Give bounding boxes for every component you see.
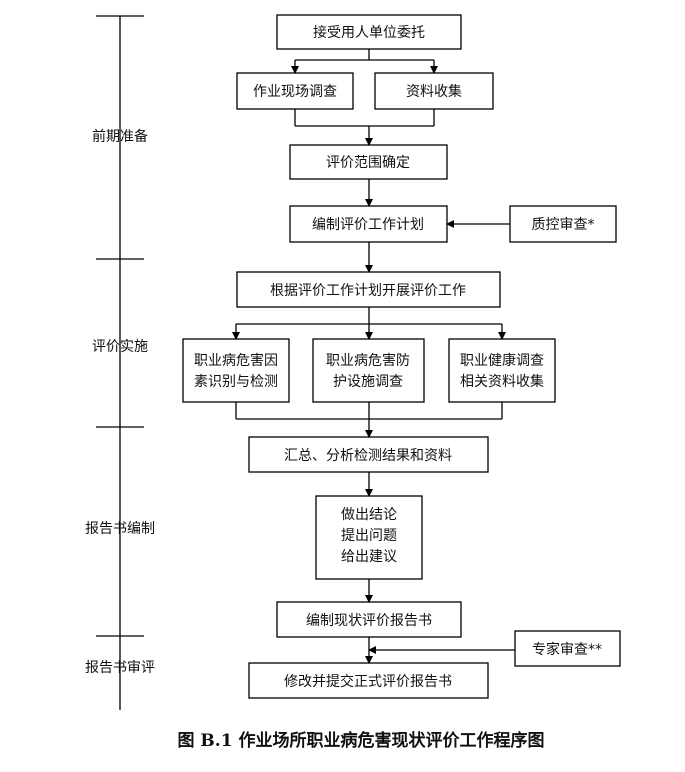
phase-label-review: 报告书审评	[85, 660, 155, 676]
execute-label: 根据评价工作计划开展评价工作	[270, 283, 466, 299]
expert-review-box: 专家审查**	[514, 630, 621, 667]
phase-label-prep: 前期准备	[92, 128, 148, 145]
qc-review-box: 质控审查*	[509, 205, 617, 243]
scope-box: 评价范围确定	[289, 144, 448, 180]
conclusion-label-line3: 给出建议	[341, 549, 397, 565]
plan-box: 编制评价工作计划	[289, 205, 448, 243]
figure-caption: 图 B.1 作业场所职业病危害现状评价工作程序图	[178, 730, 545, 751]
scope-label: 评价范围确定	[326, 154, 410, 171]
conclusion-label-line2: 提出问题	[341, 528, 397, 544]
phase-label-compile: 报告书编制	[85, 521, 155, 537]
qc-review-label: 质控审查*	[532, 217, 595, 233]
draft-report-box: 编制现状评价报告书	[276, 601, 462, 638]
site-survey-box: 作业现场调查	[236, 72, 354, 110]
execute-box: 根据评价工作计划开展评价工作	[236, 271, 501, 308]
hazard-label-line2: 素识别与检测	[194, 374, 278, 390]
health-label-line1: 职业健康调查	[460, 352, 544, 369]
summary-label: 汇总、分析检测结果和资料	[284, 448, 452, 464]
health-label-line2: 相关资料收集	[460, 373, 544, 390]
phase-timeline: 前期准备 评价实施 报告书编制 报告书审评	[85, 15, 155, 710]
conclusion-box: 做出结论 提出问题 给出建议	[315, 495, 423, 580]
entrust-label: 接受用人单位委托	[313, 24, 425, 41]
conclusion-label-line1: 做出结论	[341, 507, 397, 523]
protect-box: 职业病危害防 护设施调查	[312, 338, 425, 403]
protect-label-line1: 职业病危害防	[326, 353, 410, 369]
expert-review-label: 专家审查**	[532, 641, 602, 658]
entrust-box: 接受用人单位委托	[276, 14, 462, 50]
phase-label-implement: 评价实施	[92, 339, 148, 355]
data-collect-box: 资料收集	[374, 72, 494, 110]
protect-label-line2: 护设施调查	[333, 374, 403, 390]
final-report-label: 修改并提交正式评价报告书	[284, 673, 452, 690]
draft-report-label: 编制现状评价报告书	[306, 613, 432, 629]
final-report-box: 修改并提交正式评价报告书	[248, 662, 489, 699]
health-box: 职业健康调查 相关资料收集	[448, 338, 556, 403]
plan-label: 编制评价工作计划	[312, 217, 424, 233]
summary-box: 汇总、分析检测结果和资料	[248, 436, 489, 473]
hazard-box: 职业病危害因 素识别与检测	[182, 338, 290, 403]
connectors	[232, 49, 515, 664]
data-collect-label: 资料收集	[406, 83, 462, 100]
hazard-label-line1: 职业病危害因	[194, 353, 278, 369]
site-survey-label: 作业现场调查	[253, 84, 337, 100]
